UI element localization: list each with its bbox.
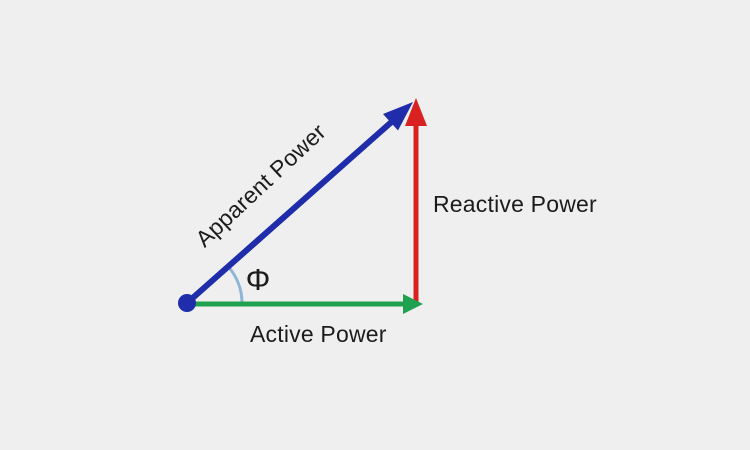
reactive-power-arrowhead-icon — [405, 98, 427, 126]
apparent-power-arrowhead-icon — [383, 102, 413, 131]
active-power-label: Active Power — [250, 321, 387, 347]
reactive-power-label: Reactive Power — [433, 191, 597, 217]
origin-dot — [178, 294, 196, 312]
apparent-power-vector — [185, 115, 398, 306]
phase-angle-symbol: Φ — [246, 262, 271, 297]
active-power-arrowhead-icon — [403, 294, 423, 314]
